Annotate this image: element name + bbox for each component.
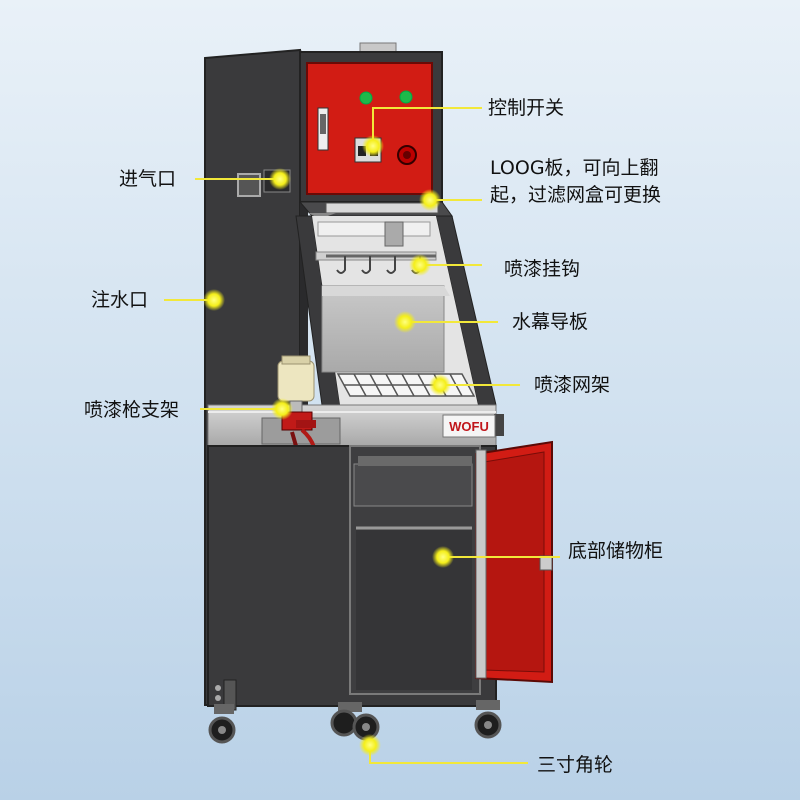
caster-left-rear: [208, 704, 236, 744]
label-loog-board: LOOG板，可向上翻起，过滤网盒可更换: [490, 157, 662, 206]
marker-control-switch: [362, 135, 384, 157]
label-spray-gun-holder: 喷漆枪支架: [84, 399, 180, 421]
loog-board: [298, 201, 453, 219]
caster-front-right: [474, 700, 502, 739]
indicator-light-green-2: [399, 90, 413, 104]
label-water-inlet: 注水口: [91, 289, 149, 311]
marker-paint-rack: [429, 374, 451, 396]
lower-cabinet: [207, 445, 497, 711]
label-paint-rack: 喷漆网架: [534, 374, 611, 396]
indicator-light-green-1: [359, 91, 373, 105]
water-curtain-plate: [321, 285, 445, 373]
marker-dots: [203, 135, 454, 756]
marker-loog-board: [419, 189, 441, 211]
leader-lines: [164, 107, 560, 764]
casters: [208, 700, 502, 744]
storage-door: [475, 440, 553, 684]
drawer: [353, 463, 473, 507]
door-handle: [539, 555, 553, 571]
label-control-switch: 控制开关: [488, 97, 565, 119]
marker-bottom-cabinet: [432, 546, 454, 568]
marker-water-curtain: [394, 311, 416, 333]
marker-gun-holder: [271, 398, 293, 420]
brand-text: WOFU: [449, 419, 489, 434]
caster-front-left: [330, 702, 380, 741]
label-water-curtain-guide: 水幕导板: [512, 311, 589, 333]
paint-hook-3: [386, 256, 396, 274]
leader-control-switch: [372, 107, 482, 146]
marker-paint-hook: [409, 254, 431, 276]
label-bottom-cabinet: 底部储物柜: [568, 540, 664, 562]
paint-hook-1: [336, 256, 346, 274]
label-air-inlet: 进气口: [119, 168, 177, 190]
paint-hook-2: [361, 256, 371, 274]
marker-water-inlet: [203, 289, 225, 311]
paint-cup: [277, 360, 315, 402]
label-paint-hook: 喷漆挂钩: [504, 258, 581, 280]
control-panel: [306, 62, 433, 195]
brand-plate: WOFU: [442, 414, 496, 438]
marker-casters: [359, 734, 381, 756]
marker-air-inlet: [269, 168, 291, 190]
label-casters: 三寸角轮: [537, 754, 614, 776]
leader-casters: [369, 745, 528, 764]
